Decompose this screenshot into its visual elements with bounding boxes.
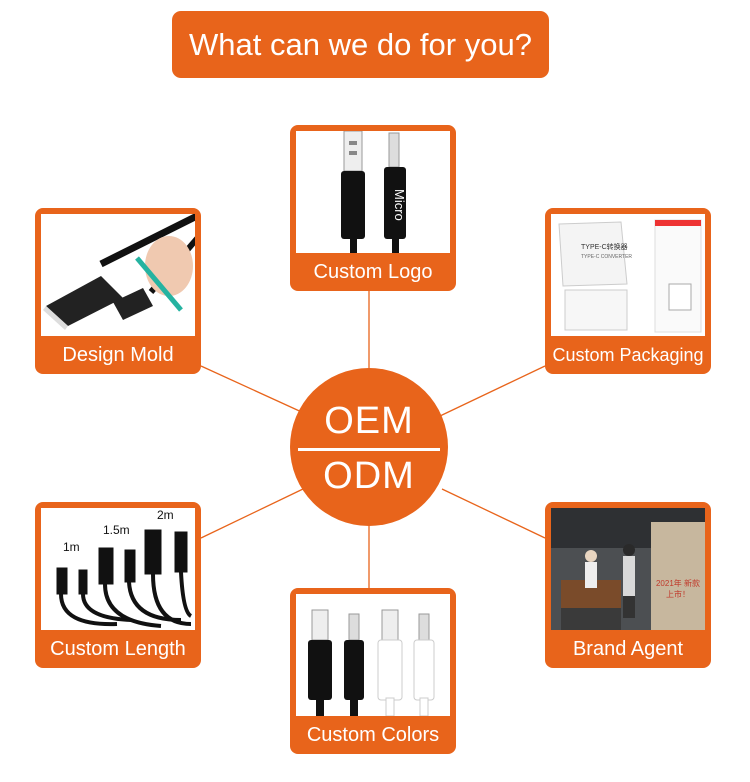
packaging-box-text: TYPE-C转换器 <box>581 244 628 251</box>
length-label-2m: 2m <box>157 508 174 522</box>
page-title: What can we do for you? <box>172 11 549 78</box>
cable-lengths-image: 1m 1.5m 2m <box>41 508 195 630</box>
length-label-1m: 1m <box>63 540 80 554</box>
length-label-1.5m: 1.5m <box>103 523 130 537</box>
cable-logo-image: Micro <box>296 131 450 253</box>
odm-text: ODM <box>323 455 415 497</box>
center-divider <box>298 448 440 451</box>
card-custom-colors: Custom Colors <box>290 588 456 754</box>
card-custom-packaging: TYPE-C转换器 TYPE-C CONVERTER Custom Packag… <box>545 208 711 374</box>
card-custom-logo: Micro Custom Logo <box>290 125 456 291</box>
packaging-image: TYPE-C转换器 TYPE-C CONVERTER <box>551 214 705 336</box>
cable-colors-image <box>296 594 450 716</box>
brand-agent-label: Brand Agent <box>572 637 684 660</box>
custom-packaging-label: Custom Packaging <box>552 344 704 365</box>
design-mold-image <box>41 214 195 336</box>
design-mold-label: Design Mold <box>62 343 174 366</box>
brand-agent-photo: 2021年 新款上市！ <box>551 508 705 630</box>
custom-colors-label: Custom Colors <box>306 723 440 746</box>
oem-text: OEM <box>324 400 414 442</box>
oem-odm-circle: OEM ODM <box>290 368 448 526</box>
card-design-mold: Design Mold <box>35 208 201 374</box>
custom-length-label: Custom Length <box>50 637 186 660</box>
card-brand-agent: 2021年 新款上市！ Brand Agent <box>545 502 711 668</box>
custom-logo-label: Custom Logo <box>313 260 433 283</box>
card-custom-length: 1m 1.5m 2m Custom Length <box>35 502 201 668</box>
packaging-box-subtext: TYPE-C CONVERTER <box>581 254 633 260</box>
poster-text: 2021年 新款上市！ <box>655 579 701 599</box>
cable-print-text: Micro <box>392 189 407 221</box>
